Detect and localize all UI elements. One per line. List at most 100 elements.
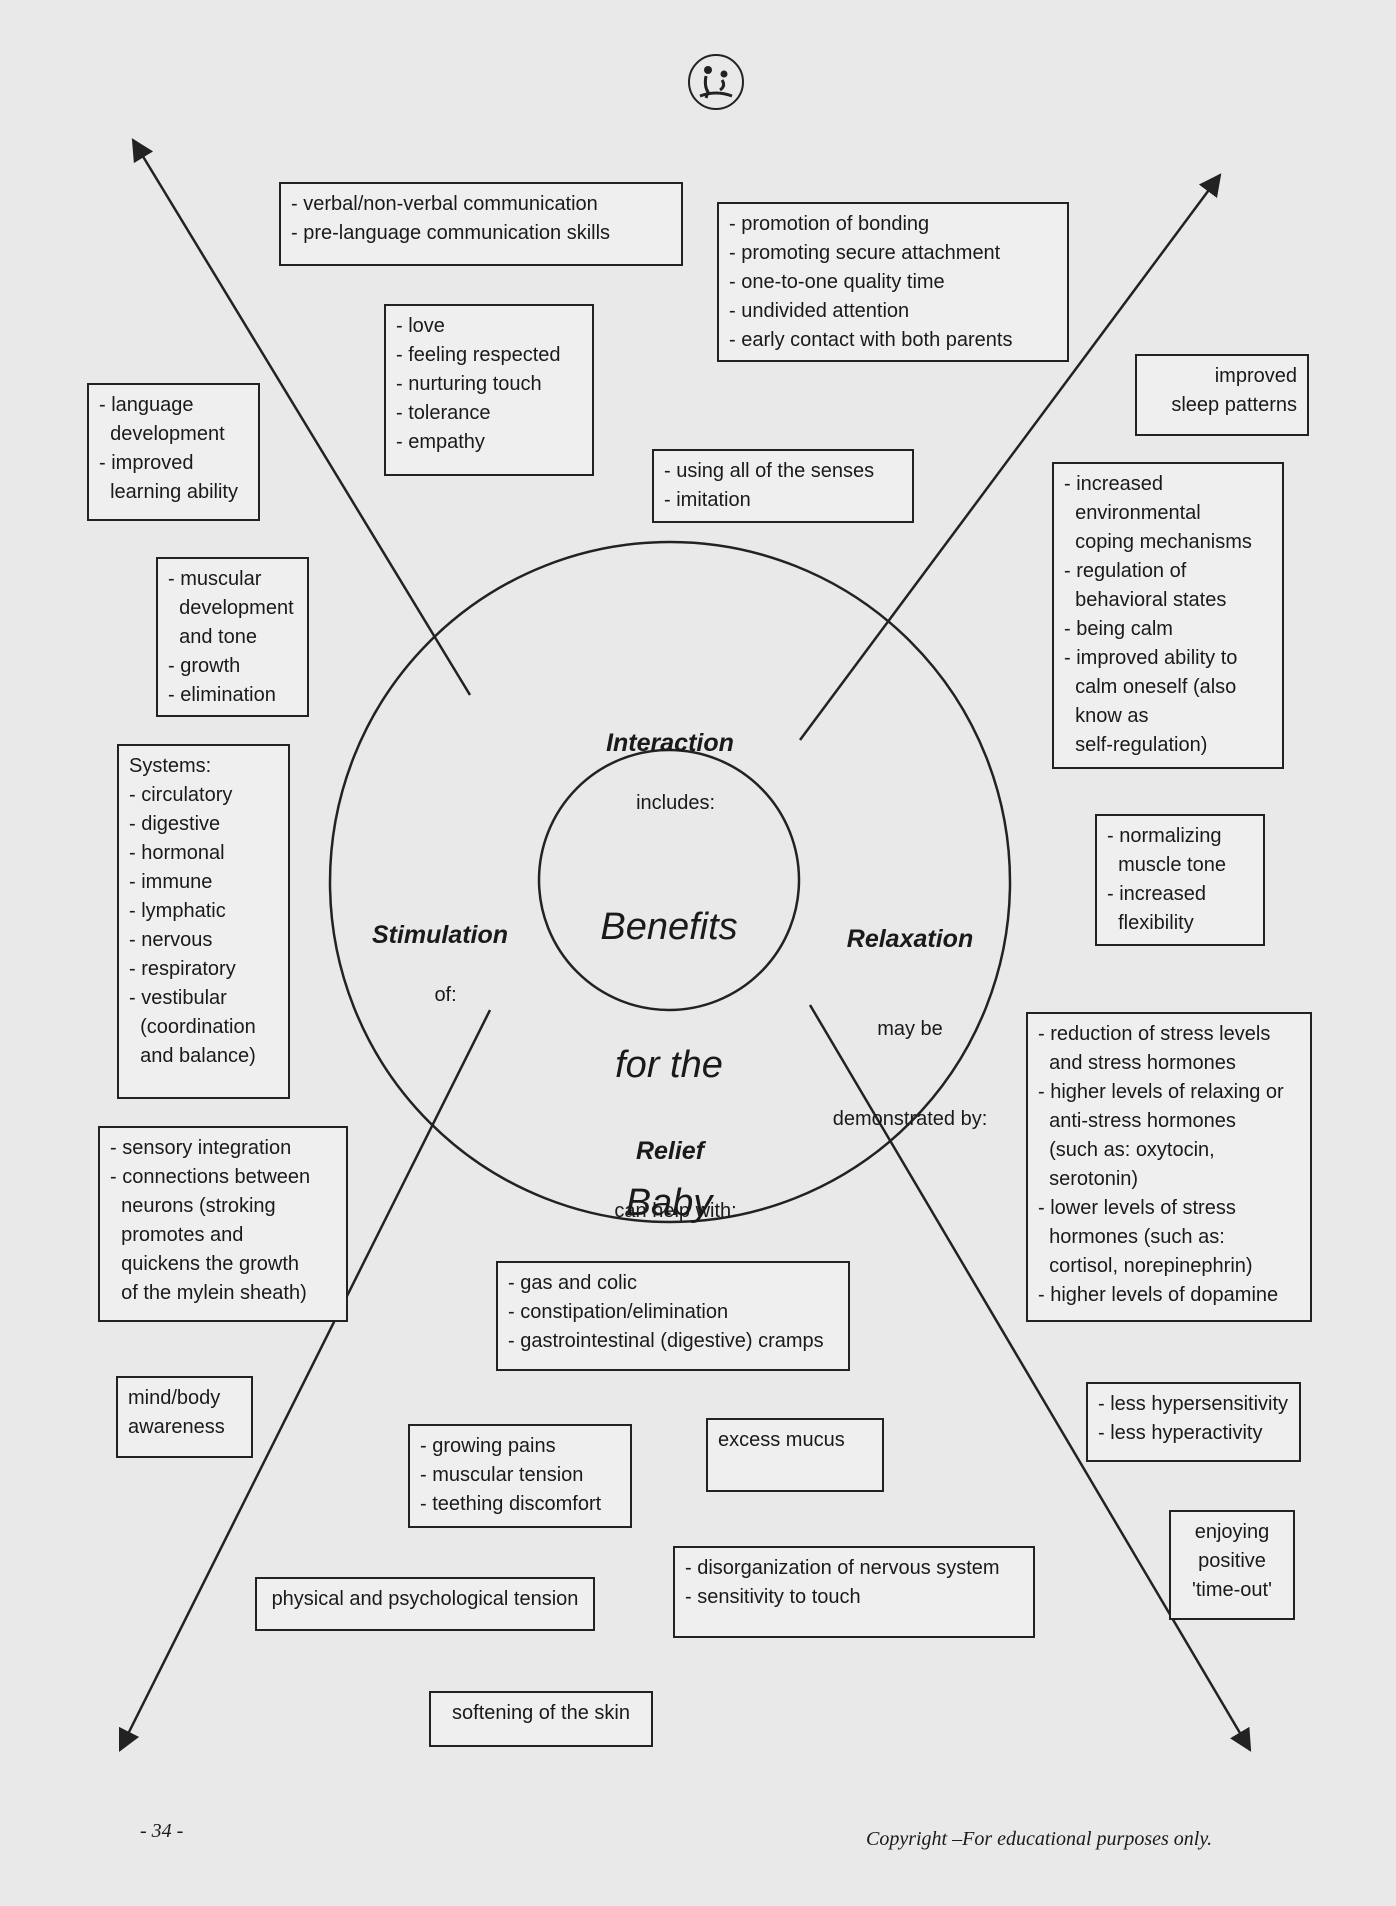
box-tension: physical and psychological tension	[255, 1577, 595, 1631]
box-line: - less hyperactivity	[1098, 1422, 1263, 1444]
interaction-label: Interaction includes:	[570, 668, 770, 818]
box-line: quickens the growth	[110, 1253, 299, 1275]
logo-icon	[688, 54, 744, 110]
box-bonding: - promotion of bonding - promoting secure…	[717, 202, 1069, 362]
box-skin: softening of the skin	[429, 1691, 653, 1747]
box-line: 'time-out'	[1192, 1579, 1272, 1601]
logo	[686, 52, 746, 112]
box-line: - connections between	[110, 1166, 311, 1188]
box-line: - elimination	[168, 684, 276, 706]
box-line: anti-stress hormones	[1038, 1110, 1236, 1132]
box-line: development	[99, 423, 225, 445]
box-mucus: excess mucus	[706, 1418, 884, 1492]
box-line: - muscular tension	[420, 1464, 584, 1486]
interaction-title: Interaction	[606, 729, 734, 757]
box-stress: - reduction of stress levels and stress …	[1026, 1012, 1312, 1322]
box-disorganization: - disorganization of nervous system- sen…	[673, 1546, 1035, 1638]
box-line: learning ability	[99, 481, 238, 503]
box-line: muscle tone	[1107, 854, 1226, 876]
box-line: - increased	[1107, 883, 1206, 905]
box-line: - normalizing	[1107, 825, 1222, 847]
box-line: (coordination	[129, 1016, 256, 1038]
hub-line-2: for the	[615, 1044, 723, 1086]
box-line: - promotion of bonding	[729, 213, 930, 235]
box-line: physical and psychological tension	[271, 1588, 579, 1610]
box-line: - early contact with both parents	[729, 329, 1013, 351]
box-line: positive	[1198, 1550, 1266, 1572]
box-muscular: - muscular development and tone - growth -…	[156, 557, 309, 717]
stimulation-label: Stimulation of:	[340, 860, 540, 1010]
box-line: neurons (stroking	[110, 1195, 276, 1217]
stimulation-subtitle: of:	[434, 984, 457, 1006]
box-line: - vestibular	[129, 987, 227, 1009]
box-line: - immune	[129, 871, 213, 893]
box-love: - love- feeling respected- nurturing tou…	[384, 304, 594, 476]
box-line: development	[168, 597, 294, 619]
box-muscle-tone: - normalizing muscle tone - increased fle…	[1095, 814, 1265, 946]
box-line: - one-to-one quality time	[729, 271, 945, 293]
box-line: - tolerance	[396, 402, 491, 424]
box-communication: - verbal/non-verbal communication - pre-l…	[279, 182, 683, 266]
box-line: - lower levels of stress	[1038, 1197, 1236, 1219]
box-systems: Systems: - circulatory- digestive- hormo…	[117, 744, 290, 1099]
box-line: - constipation/elimination	[508, 1301, 729, 1323]
box-line: - digestive	[129, 813, 221, 835]
box-line: - language	[99, 394, 194, 416]
relaxation-title: Relaxation	[846, 925, 974, 953]
box-line: serotonin)	[1038, 1168, 1139, 1190]
box-line: - growing pains	[420, 1435, 556, 1457]
box-line: self-regulation)	[1064, 734, 1208, 756]
box-sensory: - sensory integration- connections betwe…	[98, 1126, 348, 1322]
relaxation-subtitle-1: may be	[877, 1018, 943, 1040]
box-line: calm oneself (also	[1064, 676, 1237, 698]
box-line: environmental	[1064, 502, 1201, 524]
relief-subtitle: can help with:	[614, 1200, 737, 1222]
box-hypersensitivity: - less hypersensitivity- less hyperactiv…	[1086, 1382, 1301, 1462]
box-growing: - growing pains - muscular tension - teeth…	[408, 1424, 632, 1528]
box-line: - teething discomfort	[420, 1493, 602, 1515]
box-line: - disorganization of nervous system	[685, 1557, 1000, 1579]
box-line: cortisol, norepinephrin)	[1038, 1255, 1253, 1277]
box-line: - improved	[99, 452, 194, 474]
box-line: - verbal/non-verbal communication	[291, 193, 598, 215]
box-line: and balance)	[129, 1045, 256, 1067]
arrow-lower-left	[118, 1009, 492, 1753]
box-line: softening of the skin	[452, 1702, 630, 1724]
box-line: enjoying	[1194, 1521, 1270, 1543]
outer-circle	[328, 540, 1012, 1224]
hub-circle	[537, 748, 801, 1012]
box-line: (such as: oxytocin,	[1038, 1139, 1215, 1161]
box-environmental: - increased environmental coping mechani…	[1052, 462, 1284, 769]
box-line: promotes and	[110, 1224, 244, 1246]
box-line: - reduction of stress levels	[1038, 1023, 1271, 1045]
box-line: - muscular	[168, 568, 262, 590]
systems-heading: Systems:	[129, 755, 212, 777]
arrow-upper-left	[131, 138, 472, 696]
box-line: - undivided attention	[729, 300, 910, 322]
box-line: - empathy	[396, 431, 485, 453]
relaxation-subtitle-2: demonstrated by:	[832, 1108, 988, 1130]
box-line: - imitation	[664, 489, 751, 511]
box-line: - growth	[168, 655, 241, 677]
box-line: - pre-language communication skills	[291, 222, 611, 244]
hub-line-1: Benefits	[600, 906, 738, 948]
box-line: - promoting secure attachment	[729, 242, 1001, 264]
box-line: awareness	[128, 1416, 225, 1438]
box-line: - respiratory	[129, 958, 236, 980]
arrow-upper-right	[798, 173, 1222, 741]
box-line: and tone	[168, 626, 257, 648]
box-line: - circulatory	[129, 784, 233, 806]
page-number: - 34 -	[140, 1820, 184, 1842]
box-line: - higher levels of dopamine	[1038, 1284, 1279, 1306]
box-line: - nurturing touch	[396, 373, 542, 395]
box-line: - higher levels of relaxing or	[1038, 1081, 1284, 1103]
box-line: excess mucus	[718, 1429, 845, 1451]
interaction-subtitle: includes:	[636, 792, 716, 814]
box-line: hormones (such as:	[1038, 1226, 1225, 1248]
box-line: and stress hormones	[1038, 1052, 1236, 1074]
box-line: - regulation of	[1064, 560, 1187, 582]
box-line: flexibility	[1107, 912, 1194, 934]
box-line: - love	[396, 315, 445, 337]
